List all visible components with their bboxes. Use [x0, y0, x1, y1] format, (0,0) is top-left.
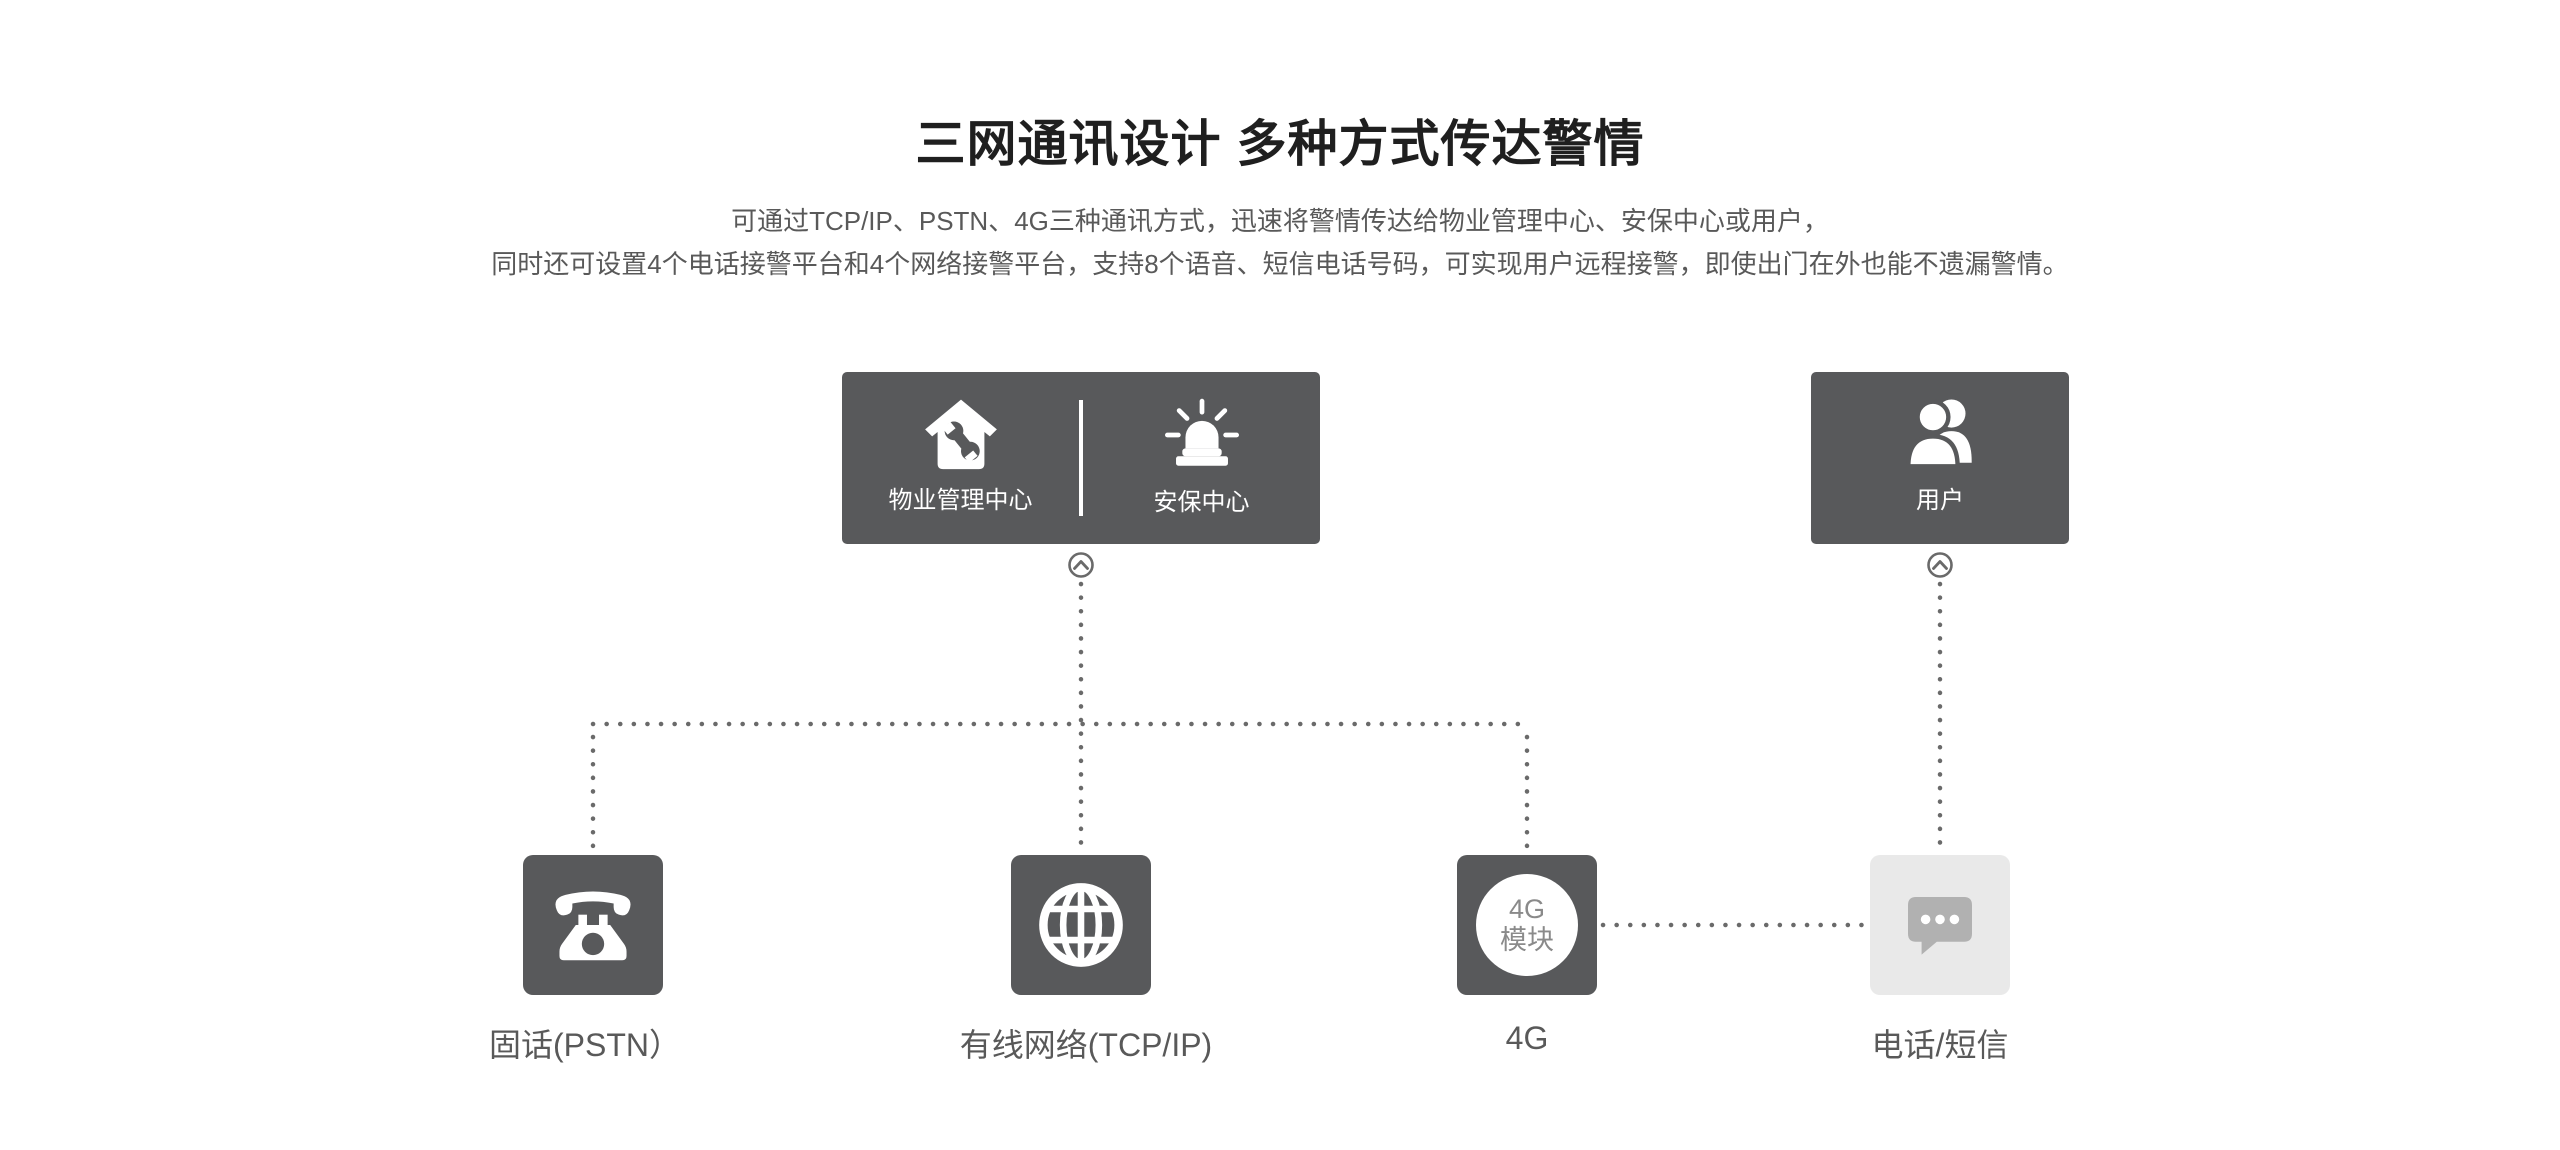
chevron-up-circle-icon-right: [1927, 552, 1953, 578]
fourg-label: 4G: [1505, 1020, 1549, 1056]
page-title: 三网通讯设计 多种方式传达警情: [915, 116, 1645, 172]
subtitle-line-2: 同时还可设置4个电话接警平台和4个网络接警平台，支持8个语音、短信电话号码，可实…: [491, 249, 2069, 279]
wired-network-box: [1011, 855, 1151, 995]
property-management-cell: 物业管理中心: [842, 372, 1079, 544]
globe-icon: [1034, 878, 1128, 972]
page-subtitle: 可通过TCP/IP、PSTN、4G三种通讯方式，迅速将警情传达给物业管理中心、安…: [0, 200, 2560, 286]
user-box: 用户: [1811, 372, 2069, 544]
house-wrench-icon: [922, 398, 1000, 470]
telephone-icon: [550, 886, 636, 964]
chevron-up-circle-icon-left: [1068, 552, 1094, 578]
4g-module-badge: 4G 模块: [1476, 874, 1578, 976]
fourg-box: 4G 模块: [1457, 855, 1597, 995]
centers-box: 物业管理中心 安保中心: [842, 372, 1320, 544]
security-center-label: 安保中心: [1153, 489, 1250, 516]
property-management-label: 物业管理中心: [888, 487, 1033, 514]
4g-module-line2: 模块: [1500, 925, 1554, 955]
pstn-label: 固话(PSTN）: [488, 1027, 681, 1063]
siren-icon: [1162, 398, 1242, 472]
subtitle-line-1: 可通过TCP/IP、PSTN、4G三种通讯方式，迅速将警情传达给物业管理中心、安…: [731, 206, 1829, 236]
4g-module-line1: 4G: [1508, 894, 1546, 924]
user-label: 用户: [1916, 487, 1964, 514]
pstn-box: [523, 855, 663, 995]
sms-label: 电话/短信: [1871, 1027, 2009, 1063]
security-center-cell: 安保中心: [1083, 372, 1320, 544]
sms-box: [1870, 855, 2010, 995]
users-icon: [1896, 394, 1984, 470]
wired-network-label: 有线网络(TCP/IP): [959, 1027, 1213, 1063]
centers-box-divider: [1079, 400, 1083, 516]
chat-bubble-icon: [1900, 889, 1980, 961]
